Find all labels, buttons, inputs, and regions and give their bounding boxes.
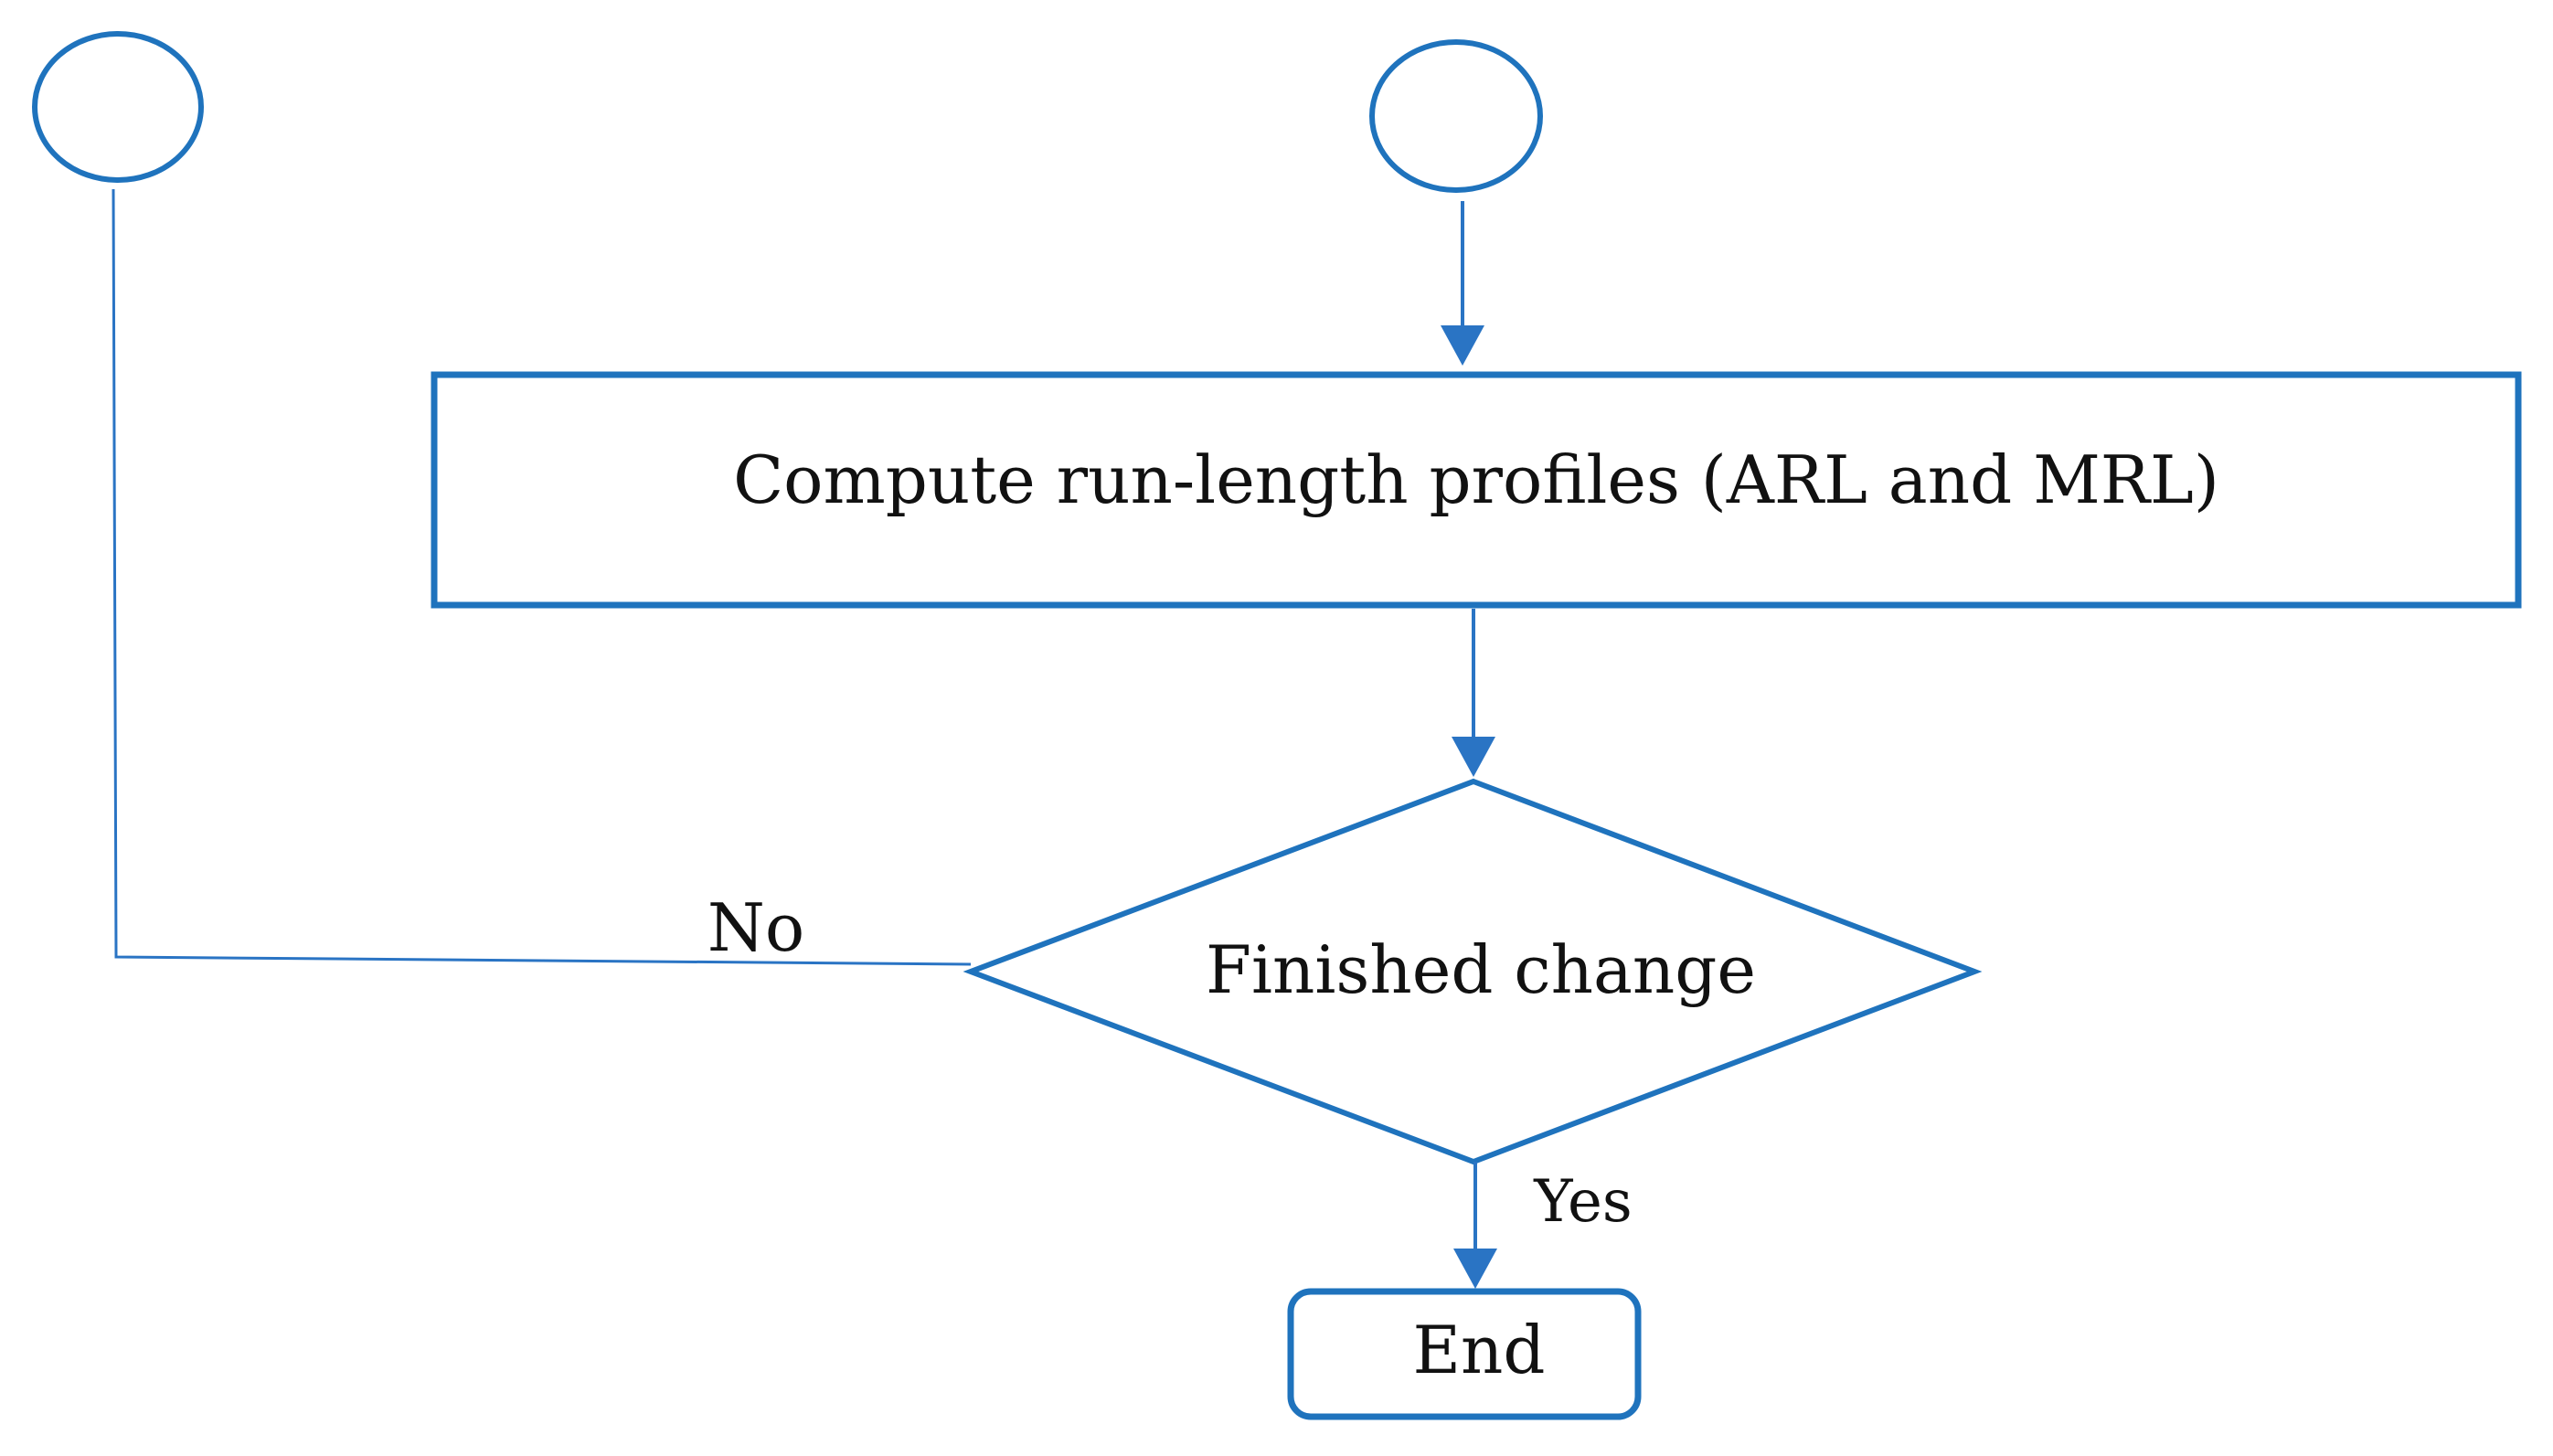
yes-branch-label: Yes <box>1533 1168 1632 1236</box>
no-branch-line <box>112 188 972 966</box>
end-terminator <box>1287 1288 1642 1420</box>
arrowhead-decision <box>1452 737 1495 777</box>
arrowhead-end <box>1453 1249 1497 1289</box>
no-branch-label: No <box>707 889 804 966</box>
process-box <box>431 371 2522 609</box>
process-box-label: Compute run-length profiles (ARL and MRL… <box>733 441 2219 518</box>
decision-label: Finished change <box>1206 931 1756 1008</box>
arrowhead-process <box>1441 325 1484 366</box>
end-label: End <box>1412 1312 1545 1388</box>
off-page-connector-left <box>32 31 204 183</box>
off-page-connector-top <box>1369 39 1543 193</box>
